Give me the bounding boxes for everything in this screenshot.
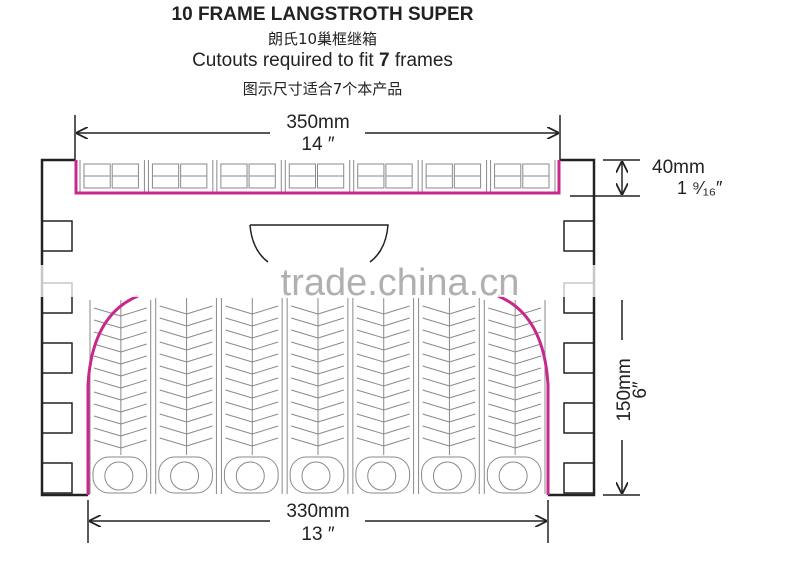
frame-oval [158,456,213,494]
box-outline [40,158,596,497]
top-frame [421,160,488,192]
frame-circle [432,461,462,491]
frame-circle [104,461,134,491]
diagram-subtitle-cn: 图示尺寸适合7个本产品 [242,80,403,98]
handhold-square [41,402,73,434]
frame-oval [92,456,148,494]
frame-circle [301,461,331,491]
diagram-title: 10 FRAME LANGSTROTH SUPER [171,4,474,25]
frame-oval [486,456,542,494]
handhold-square [41,220,73,252]
frame-oval [421,456,476,494]
top-frame [284,160,351,192]
top-frame [353,160,419,192]
handhold-squares [41,220,595,494]
diagram-subtitle: Cutouts required to fit 7 frames [0,50,645,72]
top-height-in: 1 ⁹⁄₁₆″ [677,178,723,198]
frame-oval [223,456,279,494]
dim-top-height [570,159,640,197]
bottom-height-in: 6″ [630,381,651,399]
top-width-in: 14 ″ [301,134,334,155]
subtitle-prefix: Cutouts required to fit [192,50,379,71]
handle-cutout [249,224,389,263]
bottom-width-mm: 330mm [286,501,349,522]
subtitle-suffix: frames [389,50,453,71]
top-frame-cutouts [79,160,556,192]
frame-count: 7 [379,50,390,71]
top-frame [79,160,145,192]
frame-circle [235,461,265,491]
frame-circle [170,461,200,491]
frame-oval [289,456,345,494]
handhold-square [563,462,595,494]
handhold-square [41,462,73,494]
handhold-square [563,402,595,434]
diagram-title-cn: 朗氏10巢框继箱 [267,30,378,48]
bottom-frame [352,298,415,494]
bottom-frame [418,298,480,494]
bottom-frame [155,298,217,494]
top-frame [490,160,556,192]
watermark: trade.china.cn [281,262,520,304]
handhold-square [563,220,595,252]
bottom-width-in: 13 ″ [301,524,334,545]
top-width-mm: 350mm [286,112,349,133]
frame-circle [498,461,528,491]
bottom-height-mm: 150mm [614,358,635,421]
top-frame [147,160,214,192]
top-height-mm: 40mm [652,157,705,178]
frame-circle [367,461,397,491]
bottom-cutout-outline [86,294,550,495]
bottom-frame [483,300,546,494]
bottom-frame [220,298,283,494]
top-frame [216,160,282,192]
bottom-frame-cutouts [89,298,546,494]
handhold-square [41,342,73,374]
blur-band [30,265,610,297]
bottom-frame [89,300,152,494]
handhold-square [563,342,595,374]
top-cutout-outline [74,160,561,195]
frame-oval [355,456,411,494]
bottom-frame [286,298,349,494]
